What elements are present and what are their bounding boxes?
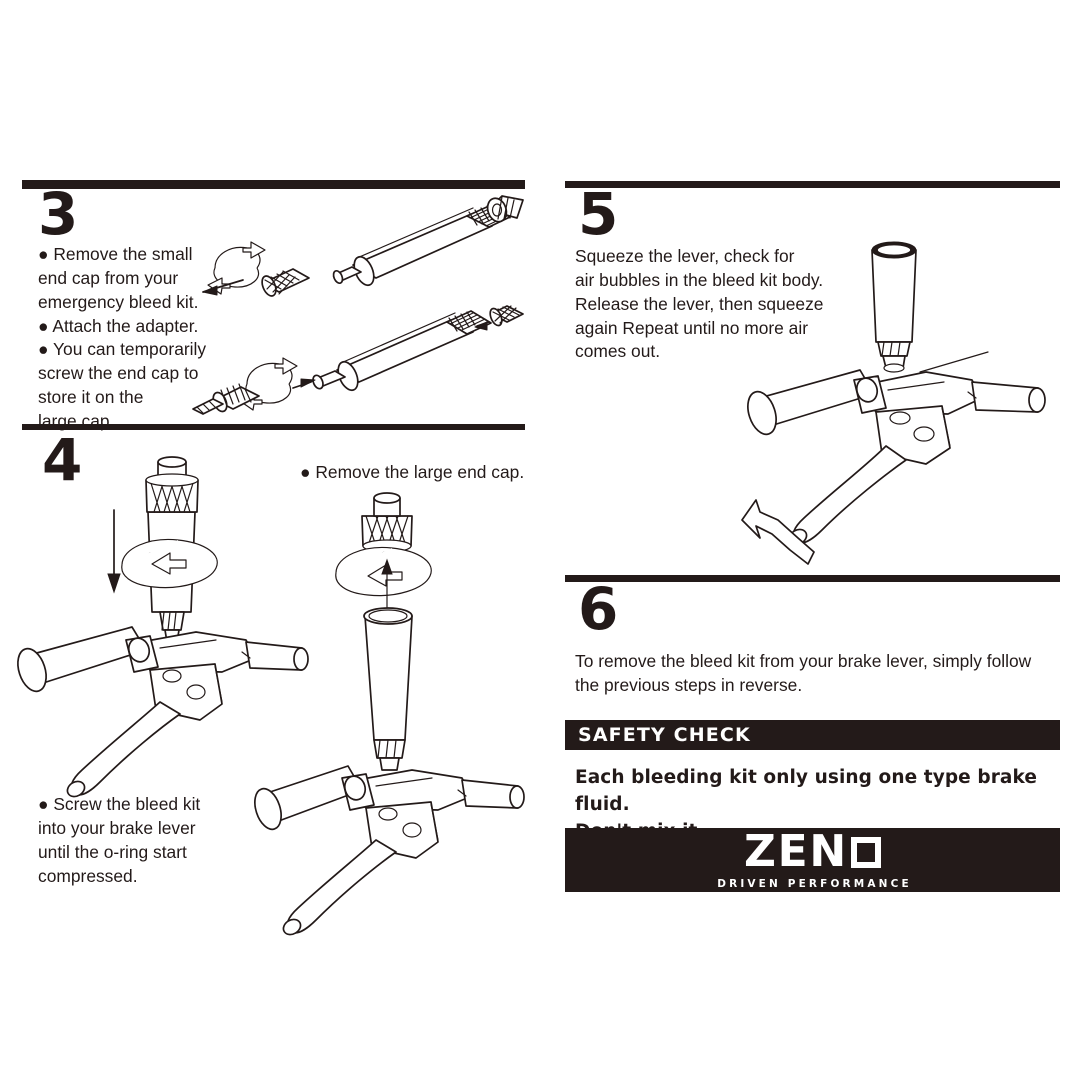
safety-check-banner: SAFETY CHECK bbox=[565, 720, 1060, 750]
step-3-number: 3 bbox=[38, 180, 78, 248]
step-6-text: To remove the bleed kit from your brake … bbox=[575, 651, 1032, 695]
step-4-illustration-install bbox=[10, 452, 310, 798]
safety-warning-text: Each bleeding kit only using one type br… bbox=[575, 767, 1038, 842]
brand-logo-square bbox=[851, 836, 882, 868]
step-3-text: ● Remove the small end cap from your eme… bbox=[38, 244, 207, 431]
safety-check-label: SAFETY CHECK bbox=[578, 724, 751, 746]
step-4-illustration-remove-cap bbox=[250, 478, 560, 936]
step-3-illustration-lower bbox=[185, 292, 525, 420]
divider-top-right bbox=[565, 181, 1060, 188]
brand-name: ZEN bbox=[743, 826, 882, 877]
step-4-number: 4 bbox=[42, 426, 82, 494]
divider-step3-step4 bbox=[22, 424, 525, 430]
brand-logo-box: ZEN DRIVEN PERFORMANCE bbox=[565, 828, 1060, 892]
brand-name-text: ZEN bbox=[743, 826, 849, 877]
step-5-number: 5 bbox=[578, 180, 618, 248]
step-4-caption-bottom: ● Screw the bleed kit into your brake le… bbox=[38, 794, 201, 886]
step-5-text: Squeeze the lever, check for air bubbles… bbox=[575, 246, 824, 362]
step-4-caption-right: ● Remove the large end cap. bbox=[300, 462, 525, 482]
step-3-illustration-upper bbox=[202, 190, 525, 320]
brand-tagline: DRIVEN PERFORMANCE bbox=[717, 878, 912, 890]
step-5-illustration bbox=[720, 220, 1065, 565]
step-6-number: 6 bbox=[578, 575, 618, 643]
divider-top-left bbox=[22, 180, 525, 189]
divider-step5-step6 bbox=[565, 575, 1060, 582]
